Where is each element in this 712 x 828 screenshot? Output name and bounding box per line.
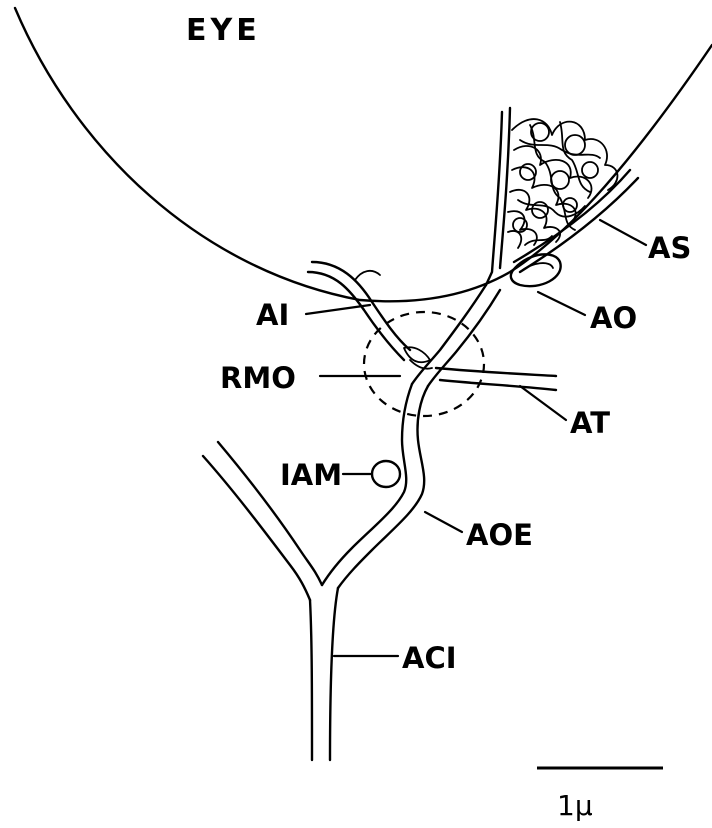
label-rmo: RMO (220, 361, 296, 395)
as-leader (600, 220, 646, 245)
iam-circle (372, 461, 400, 487)
label-aoe: AOE (466, 518, 533, 552)
aoe-leader (425, 512, 462, 532)
aci-trunk-right (330, 588, 338, 760)
scale-bar-label: 1μ (557, 789, 593, 822)
label-ai: AI (256, 298, 289, 332)
label-iam: IAM (280, 458, 342, 492)
ao-branch-inner (520, 263, 553, 272)
at-leader (520, 386, 566, 420)
vessel-cone-right-inner (520, 178, 638, 272)
label-ao: AO (590, 301, 637, 335)
at-branch-upper (436, 368, 556, 376)
eye-title: EYE (186, 13, 261, 48)
ai-branch-lower (308, 272, 404, 360)
at-branch-lower (440, 380, 556, 390)
ai-leader (306, 305, 370, 314)
label-aci: ACI (402, 641, 457, 675)
label-at: AT (570, 406, 610, 440)
rmo-dashed-region (364, 312, 484, 416)
ai-branch-twig (355, 271, 380, 280)
label-as: AS (648, 231, 691, 265)
ao-leader (538, 292, 585, 315)
aci-trunk-left (310, 600, 312, 760)
